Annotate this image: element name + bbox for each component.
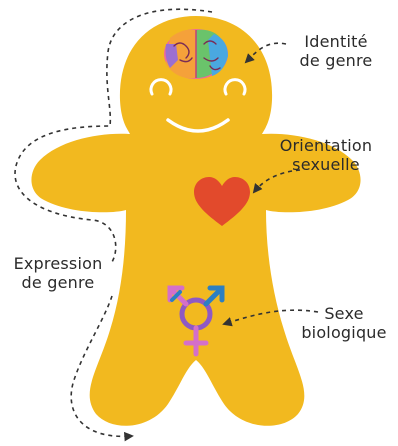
label-orientation-line-1: Orientation — [262, 136, 390, 155]
label-expression-line-1: Expression — [2, 254, 114, 273]
label-identity-line-1: Identité — [286, 32, 386, 51]
label-expression: Expression de genre — [2, 254, 114, 292]
label-identity: Identité de genre — [286, 32, 386, 70]
label-sex: Sexe biologique — [292, 304, 396, 342]
brain-icon — [164, 29, 228, 79]
label-sex-line-1: Sexe — [292, 304, 396, 323]
label-sex-line-2: biologique — [292, 323, 396, 342]
label-orientation-line-2: sexuelle — [262, 155, 390, 174]
label-identity-line-2: de genre — [286, 51, 386, 70]
label-expression-line-2: de genre — [2, 273, 114, 292]
label-orientation: Orientation sexuelle — [262, 136, 390, 174]
